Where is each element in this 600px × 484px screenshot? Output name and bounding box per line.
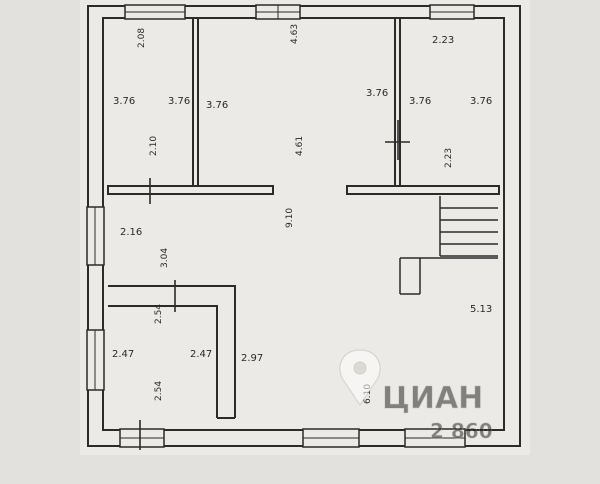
dim-room-c-top: 4.63 <box>290 24 300 44</box>
dim-room-tr-left: 3.76 <box>409 96 431 107</box>
dim-room-bl-bottom: 2.54 <box>154 381 164 401</box>
dim-room-tl-top: 2.08 <box>137 28 147 48</box>
dimension-labels: 2.08 3.76 3.76 2.10 4.63 3.76 3.76 4.61 … <box>112 24 492 404</box>
dim-hall-left: 2.16 <box>120 227 142 238</box>
dim-room-tl-left: 3.76 <box>113 96 135 107</box>
watermark-number: 2 860 <box>430 419 493 443</box>
outer-walls <box>87 5 521 447</box>
dim-hall-h: 9.10 <box>285 208 295 228</box>
staircase <box>399 196 498 295</box>
dim-room-bl-left: 2.47 <box>112 349 134 360</box>
dim-room-c-mid: 4.61 <box>295 136 305 156</box>
dim-room-tl-right: 3.76 <box>168 96 190 107</box>
dim-room-tl-mid: 2.10 <box>149 136 159 156</box>
dim-room-bl-right: 2.47 <box>190 349 212 360</box>
dim-room-tr-right: 3.76 <box>470 96 492 107</box>
dim-room-c-right: 3.76 <box>366 88 388 99</box>
dim-room-tr-top: 2.23 <box>432 35 454 46</box>
door-marks <box>139 120 410 450</box>
window-midlines <box>94 5 474 439</box>
dim-stairs-side: 5.13 <box>470 304 492 315</box>
dim-corridor: 3.04 <box>160 248 170 268</box>
dim-room-bl-top: 2.54 <box>154 304 164 324</box>
location-pin-icon <box>339 349 381 406</box>
dim-room-tr-mid: 2.23 <box>444 148 454 168</box>
watermark: ЦИАН 2 860 <box>339 349 493 443</box>
watermark-brand: ЦИАН <box>382 381 483 416</box>
interior-walls <box>107 18 500 419</box>
dim-room-c-left: 3.76 <box>206 100 228 111</box>
plan-area <box>80 0 530 455</box>
dim-right-strip: 2.97 <box>241 353 263 364</box>
